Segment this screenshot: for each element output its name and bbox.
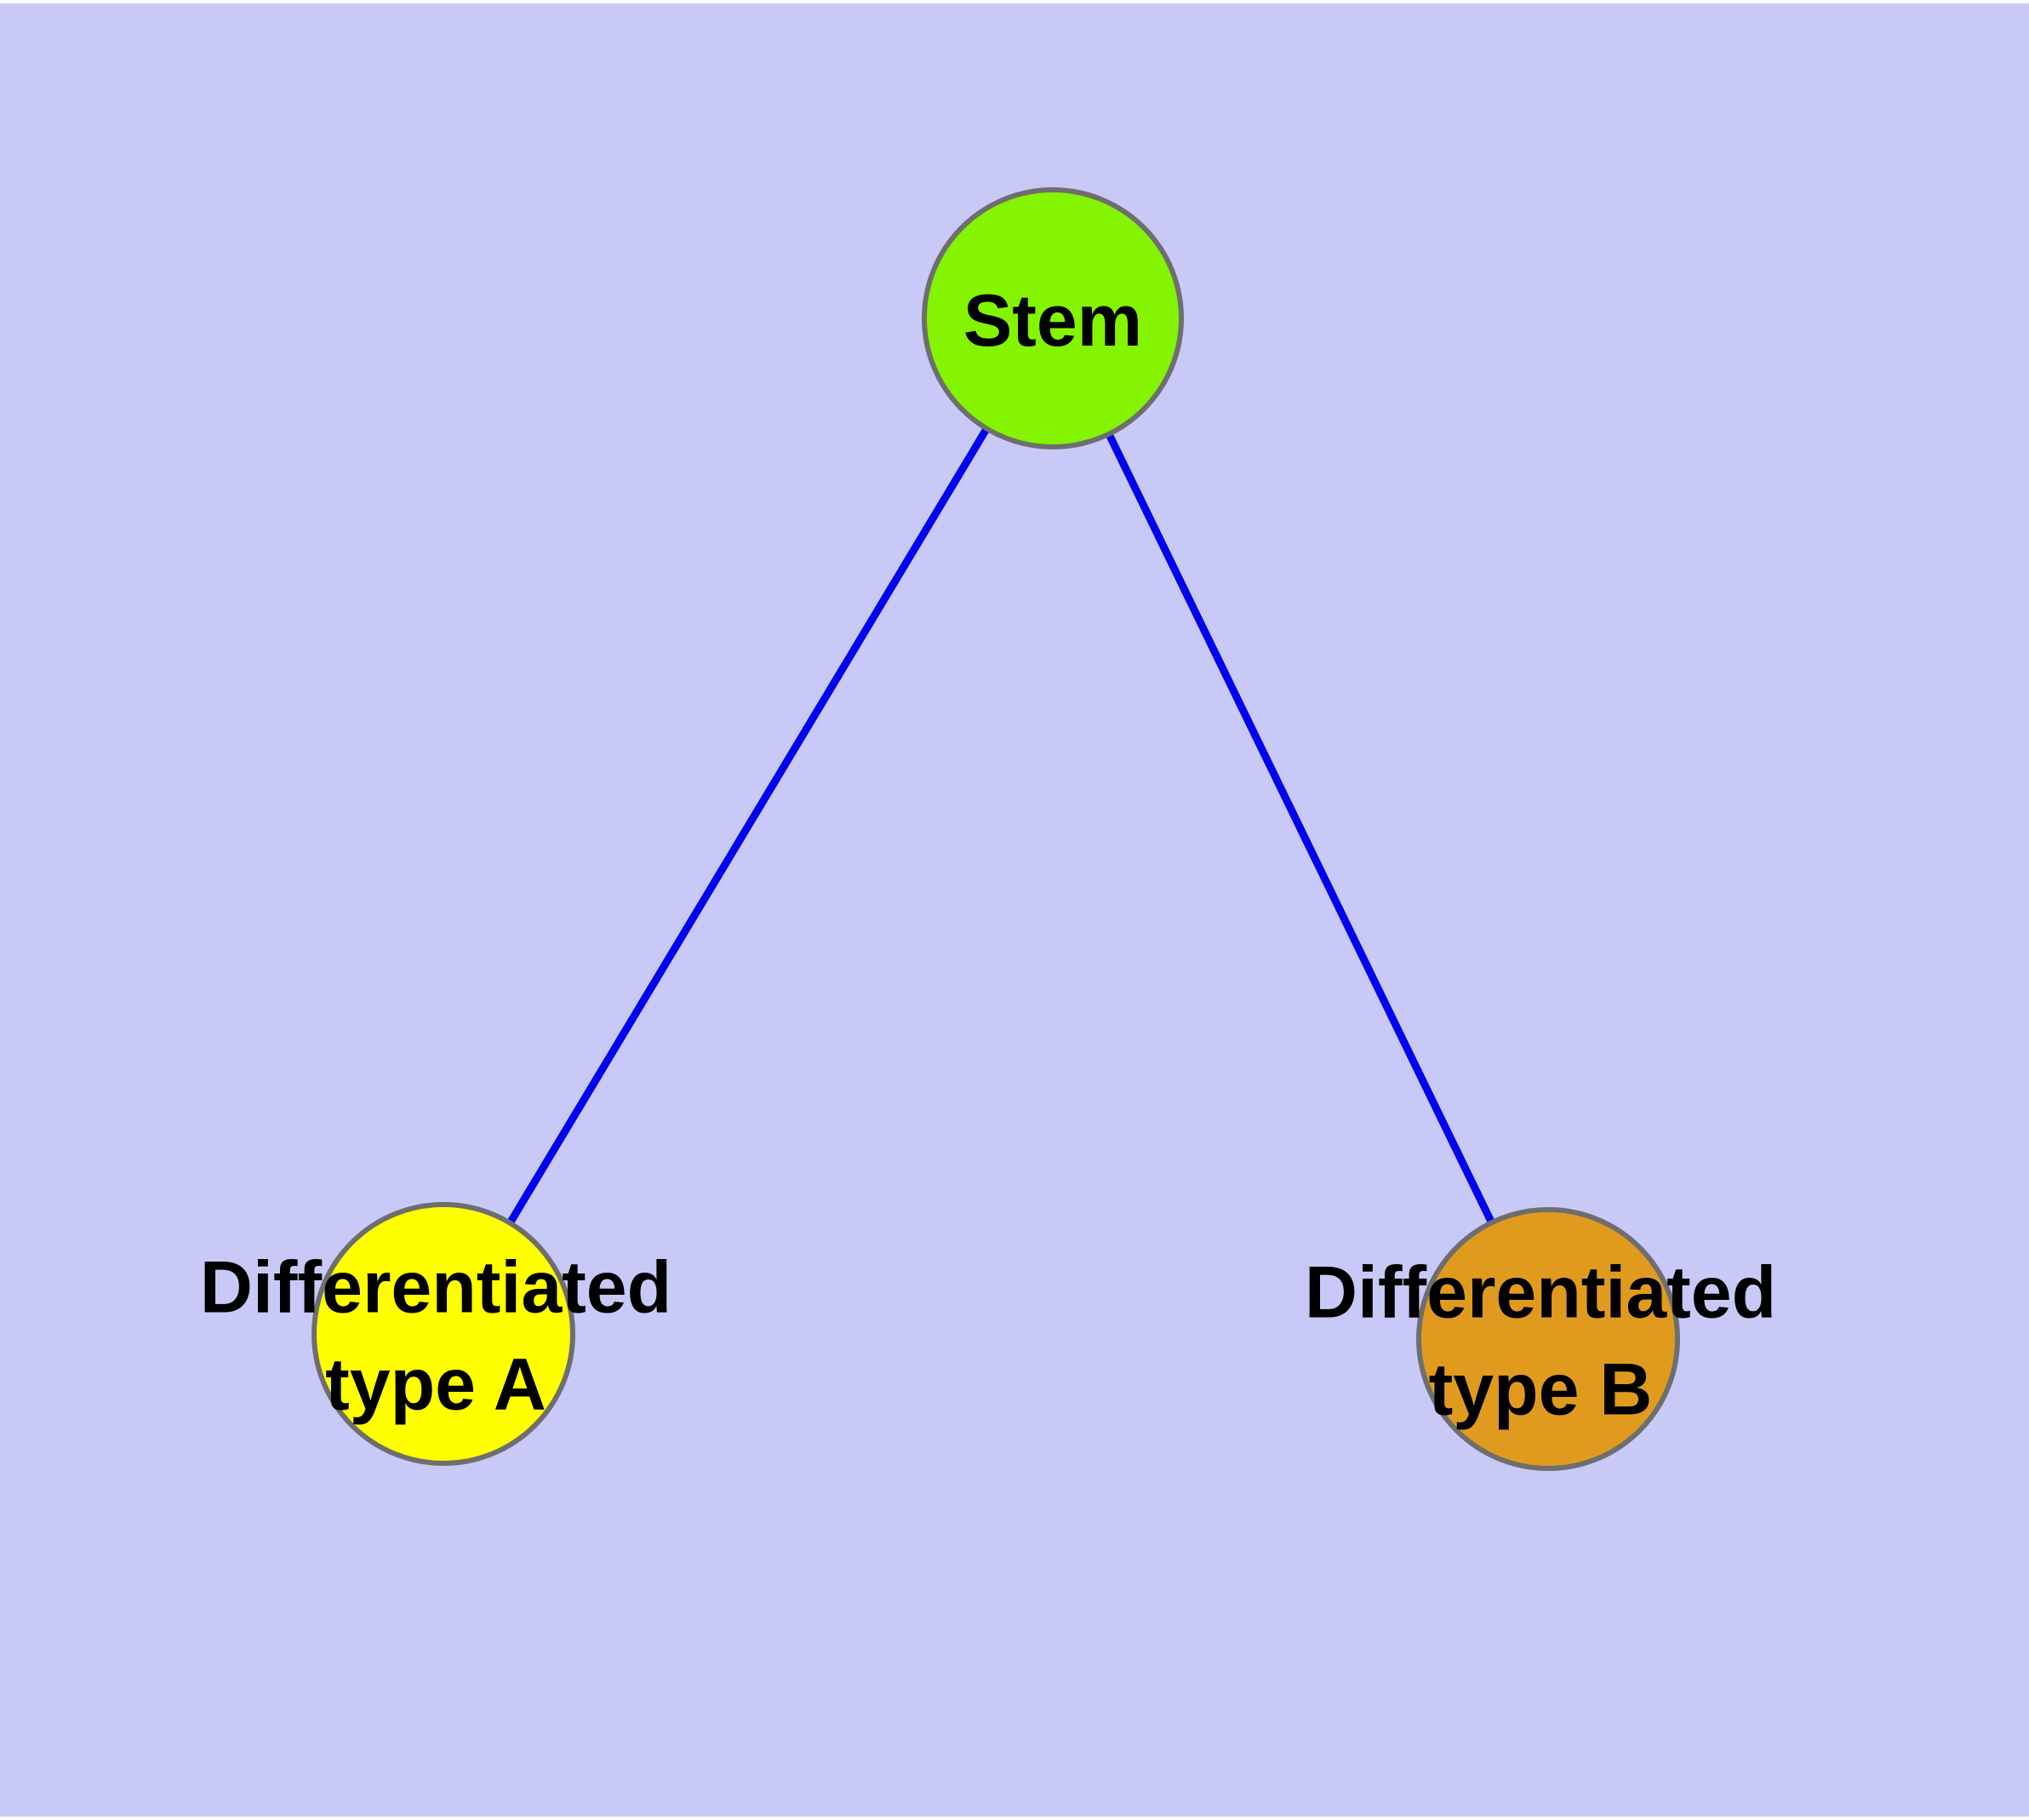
edge-stem-to-type-a xyxy=(440,316,1056,1336)
edge-stem-to-type-b xyxy=(1049,317,1552,1341)
node-stem xyxy=(922,187,1184,449)
node-differentiated-type-b xyxy=(1416,1207,1680,1471)
node-differentiated-type-a xyxy=(311,1202,575,1466)
